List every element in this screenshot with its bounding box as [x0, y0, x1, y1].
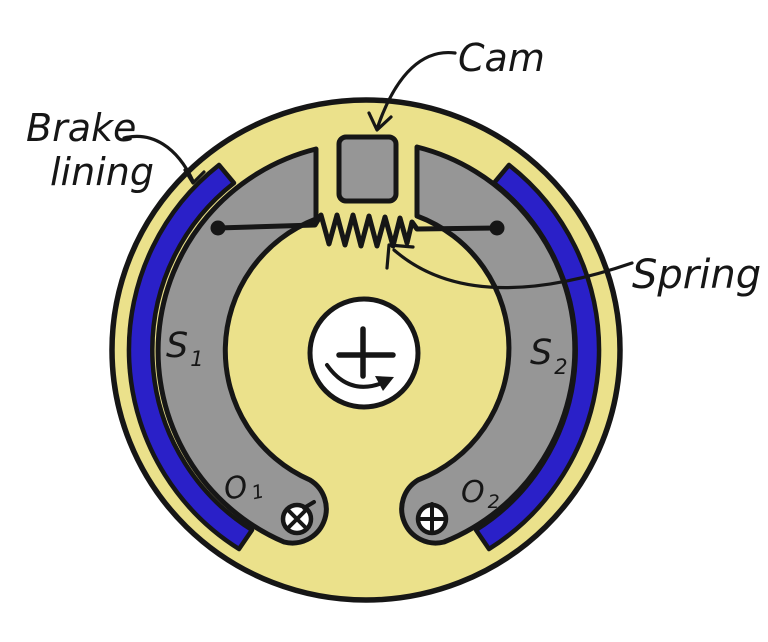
brake-lining-arrowhead-icon: [183, 168, 206, 185]
pivot-right-plus-cross-icon: [416, 502, 448, 535]
label-spring: Spring: [632, 252, 761, 298]
pivot-left-x-cross-icon: [286, 500, 316, 530]
brake-lining-leader-line: [122, 134, 195, 183]
brake-shoe-right: [399, 144, 578, 546]
spring-arrowhead-icon: [385, 243, 415, 270]
return-spring: [215, 212, 500, 249]
spring-leader-line: [392, 248, 634, 290]
label-brake-lining-line2: lining: [50, 150, 154, 194]
label-s2: S2: [530, 333, 568, 379]
cam-arrowhead-icon: [367, 111, 393, 132]
brake-shoe-left: [155, 146, 329, 546]
hub-plus-symbol: [336, 326, 396, 379]
cam-block: [336, 134, 399, 204]
label-cam: Cam: [458, 36, 545, 80]
brake-lining-left: [126, 162, 255, 552]
label-s1: S1: [166, 326, 204, 371]
label-brake-lining-line1: Brake: [26, 106, 136, 150]
rotation-arrowhead-icon: [375, 376, 394, 391]
spring-anchor-dot-left: [210, 220, 226, 236]
spring-anchor-dot-right: [489, 220, 505, 236]
cam-leader-line: [376, 50, 457, 128]
